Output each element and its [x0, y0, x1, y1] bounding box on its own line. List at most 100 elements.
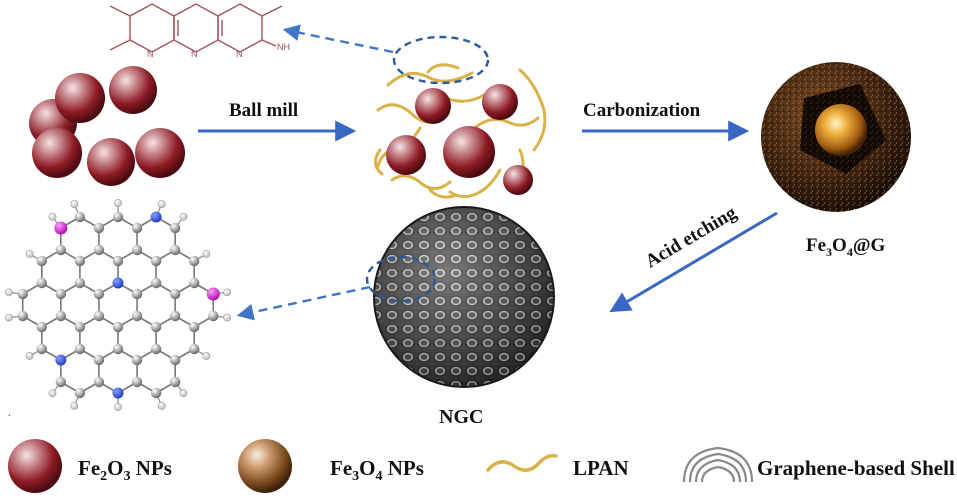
carbon-atom — [17, 310, 28, 322]
carbon-atom — [36, 255, 47, 267]
carbon-atom — [131, 376, 143, 388]
carbonization-label: Carbonization — [583, 100, 701, 121]
carbon-atom — [131, 354, 143, 366]
carbonization-arrow: Carbonization — [582, 100, 750, 142]
carbon-atom — [55, 376, 67, 388]
acid-etching-arrow: Acid etching — [609, 202, 778, 313]
carbon-atom — [36, 321, 47, 333]
hydrogen-atom — [70, 200, 79, 209]
carbon-atom — [74, 343, 86, 355]
hydrogen-atom — [179, 389, 188, 398]
legend-lpan-label: LPAN — [573, 456, 629, 480]
carbon-atom — [55, 310, 67, 322]
carbon-atom — [55, 244, 67, 256]
carbon-atom — [189, 343, 200, 355]
carbon-atom — [131, 222, 143, 234]
fe3o4-swatch — [238, 439, 292, 493]
svg-text:N: N — [147, 49, 154, 59]
hydrogen-atom — [157, 401, 166, 410]
carbon-atom — [17, 288, 28, 300]
carbon-atom — [169, 244, 181, 256]
hydrogen-atom — [157, 200, 166, 209]
carbon-atom — [112, 211, 124, 223]
carbon-atom — [169, 354, 181, 366]
carbon-atom — [131, 310, 143, 322]
carbon-atom — [74, 211, 86, 223]
ball-mill-arrow: Ball mill — [198, 100, 357, 142]
hydrogen-atom — [179, 212, 188, 221]
carbon-atom — [74, 387, 86, 399]
nh-label: NH — [277, 42, 290, 52]
hydrogen-atom — [4, 288, 13, 297]
svg-text:N: N — [191, 49, 198, 59]
legend: Fe2O3 NPs Fe3O4 NPs LPAN Graphene-based … — [8, 439, 955, 493]
hydrogen-atom — [114, 199, 122, 207]
carbon-atom — [189, 321, 200, 333]
carbon-atom — [74, 321, 86, 333]
graphene-shell-swatch — [682, 446, 754, 483]
nitrogen-atom — [112, 387, 124, 399]
fe2o3-swatch — [8, 439, 62, 493]
hydrogen-atom — [25, 250, 34, 258]
fe2o3-lpan-composite — [374, 63, 547, 199]
ball-mill-label: Ball mill — [229, 100, 298, 121]
legend-shell-label: Graphene-based Shell — [757, 456, 955, 480]
carbon-atom — [93, 244, 105, 256]
legend-item-fe3o4: Fe3O4 NPs — [238, 439, 424, 493]
legend-fe3o4-label: Fe3O4 NPs — [330, 456, 424, 484]
carbon-atom — [93, 376, 105, 388]
hydrogen-atom — [223, 288, 232, 297]
hydrogen-atom — [48, 212, 57, 221]
lpan-molecule: N N N NH — [109, 3, 290, 59]
fe2o3-cluster — [29, 66, 185, 186]
carbon-atom — [93, 222, 105, 234]
carbon-atom — [150, 387, 162, 399]
hydrogen-atom — [223, 313, 232, 322]
hydrogen-atom — [4, 313, 13, 322]
carbon-atom — [74, 255, 86, 267]
nitrogen-atom — [55, 354, 67, 366]
lpan-zoom-indicator — [282, 24, 490, 85]
legend-item-fe2o3: Fe2O3 NPs — [8, 439, 172, 493]
carbon-atom — [55, 288, 67, 300]
hydrogen-atom — [70, 401, 79, 410]
carbon-atom — [150, 255, 162, 267]
carbon-atom — [36, 343, 47, 355]
carbon-atom — [150, 343, 162, 355]
carbon-atom — [208, 310, 219, 322]
hydrogen-atom — [48, 389, 57, 398]
carbon-atom — [93, 288, 105, 300]
oxygen-atom — [54, 221, 68, 235]
carbon-atom — [112, 255, 124, 267]
carbon-atom — [112, 321, 124, 333]
carbon-atom — [169, 222, 181, 234]
carbon-atom — [36, 277, 47, 289]
hydrogen-atom — [202, 250, 211, 258]
carbon-atom — [131, 288, 143, 300]
carbon-atom — [189, 277, 200, 289]
nitrogen-atom — [150, 211, 162, 223]
carbon-atom — [93, 354, 105, 366]
carbon-atom — [169, 288, 181, 300]
carbon-atom — [169, 310, 181, 322]
svg-text:N: N — [236, 49, 243, 59]
carbon-atom — [150, 277, 162, 289]
n-doped-graphene-lattice — [4, 199, 232, 411]
carbon-atom — [150, 321, 162, 333]
fe3o4-g-label: Fe3O4@G — [806, 235, 886, 259]
ngc-label: NGC — [439, 406, 483, 428]
hydrogen-atom — [25, 352, 34, 360]
ngc-zoom-indicator — [236, 255, 437, 321]
carbon-atom — [74, 277, 86, 289]
corner-mark: . — [8, 408, 11, 419]
carbon-atom — [93, 310, 105, 322]
fe3o4-graphene-core-shell: Fe3O4@G — [761, 62, 911, 259]
hydrogen-atom — [114, 403, 122, 411]
oxygen-atom — [206, 287, 220, 301]
nitrogen-atom — [112, 277, 124, 289]
carbon-atom — [169, 376, 181, 388]
carbon-atom — [189, 255, 200, 267]
lpan-fiber-swatch — [486, 453, 558, 472]
acid-etching-label: Acid etching — [642, 202, 741, 272]
